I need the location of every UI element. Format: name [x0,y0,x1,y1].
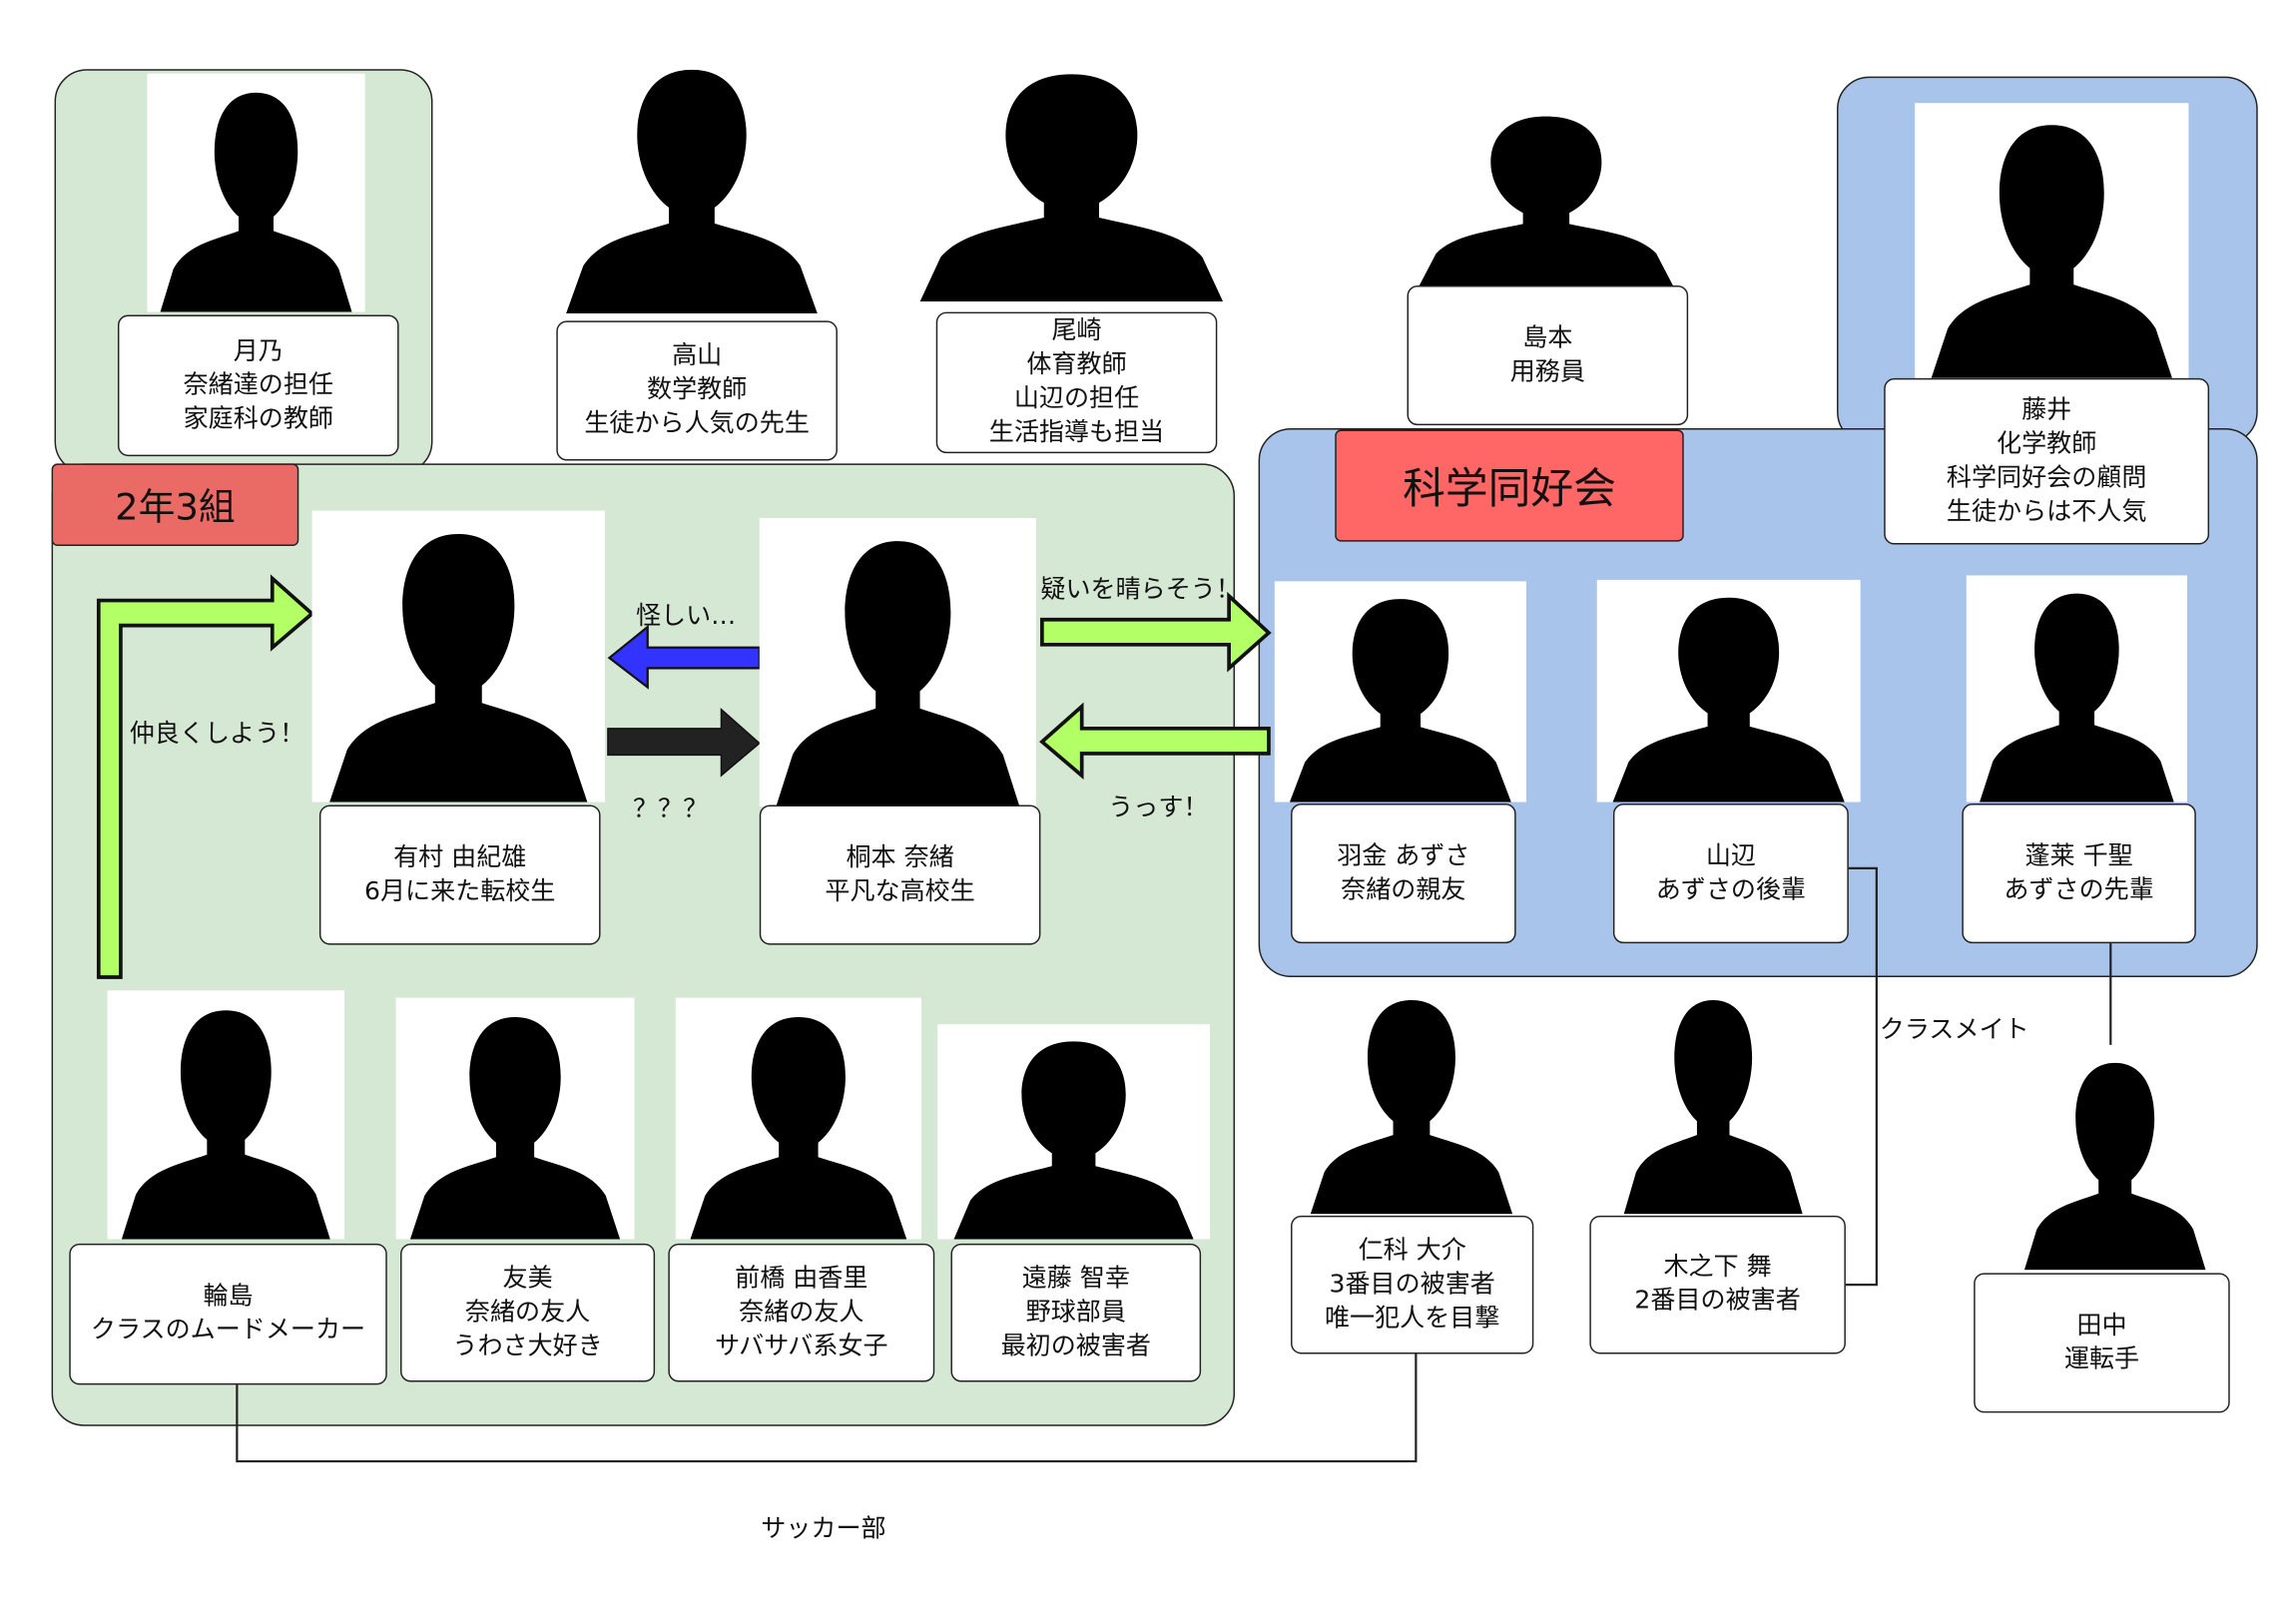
silhouette-horai [1966,575,2187,803]
card-fujii: 藤井 化学教師 科学同好会の顧問 生徒からは不人気 [1884,377,2210,545]
label-unknown: ？？？ [632,795,709,824]
silhouette-tsukino [147,73,365,312]
label-clear-doubt: 疑いを晴らそう！ [1040,575,1241,605]
silhouette-endo [937,1024,1210,1240]
card-tanaka: 田中 運転手 [1974,1273,2230,1413]
card-yamabe: 山辺 あずさの後輩 [1612,804,1849,944]
card-arimura: 有村 由紀雄 6月に来た転校生 [318,805,601,945]
card-nishina: 仁科 大介 3番目の被害者 唯一犯人を目撃 [1291,1215,1534,1354]
silhouette-kinoshita [1611,981,1815,1215]
card-kinoshita: 木之下 舞 2番目の被害者 [1589,1215,1846,1354]
label-classmate: クラスメイト [1879,1015,2029,1045]
silhouette-tanaka [2011,1044,2218,1271]
card-hagane: 羽金 あずさ 奈緒の親友 [1291,804,1516,944]
silhouette-shimamoto [1401,101,1692,287]
card-kirimoto: 桐本 奈緒 平凡な高校生 [759,805,1041,945]
card-tsukino: 月乃 奈緒達の担任 家庭科の教師 [117,314,399,457]
silhouette-tomomi [395,997,635,1240]
label-soccer-club: サッカー部 [761,1514,886,1544]
silhouette-fujii [1915,103,2189,378]
label-lets-be-friends: 仲良くしよう！ [129,719,305,750]
silhouette-ozaki [898,54,1244,302]
silhouette-wajima [107,990,345,1240]
card-horai: 蓬莱 千聖 あずさの先輩 [1962,804,2196,944]
card-maebashi: 前橋 由香里 奈緒の友人 サバサバ系女子 [668,1243,935,1382]
silhouette-yamabe [1596,579,1861,803]
silhouette-takayama [548,48,835,314]
club-tag: 科学同好会 [1335,429,1684,542]
label-suspicious: 怪しい… [635,602,737,632]
card-wajima: 輪島 クラスのムードメーカー [69,1243,387,1385]
label-ussu: うっす！ [1108,793,1209,823]
silhouette-nishina [1296,981,1526,1215]
card-takayama: 高山 数学教師 生徒から人気の先生 [556,320,838,461]
silhouette-kirimoto [759,517,1036,806]
silhouette-arimura [311,510,605,803]
silhouette-maebashi [675,997,921,1240]
silhouette-hagane [1274,581,1526,803]
card-shimamoto: 島本 用務員 [1407,285,1689,426]
card-ozaki: 尾崎 体育教師 山辺の担任 生活指導も担当 [935,311,1218,454]
class-tag: 2年3組 [51,463,299,547]
card-endo: 遠藤 智幸 野球部員 最初の被害者 [950,1243,1202,1382]
card-tomomi: 友美 奈緒の友人 うわさ大好き [400,1243,656,1382]
